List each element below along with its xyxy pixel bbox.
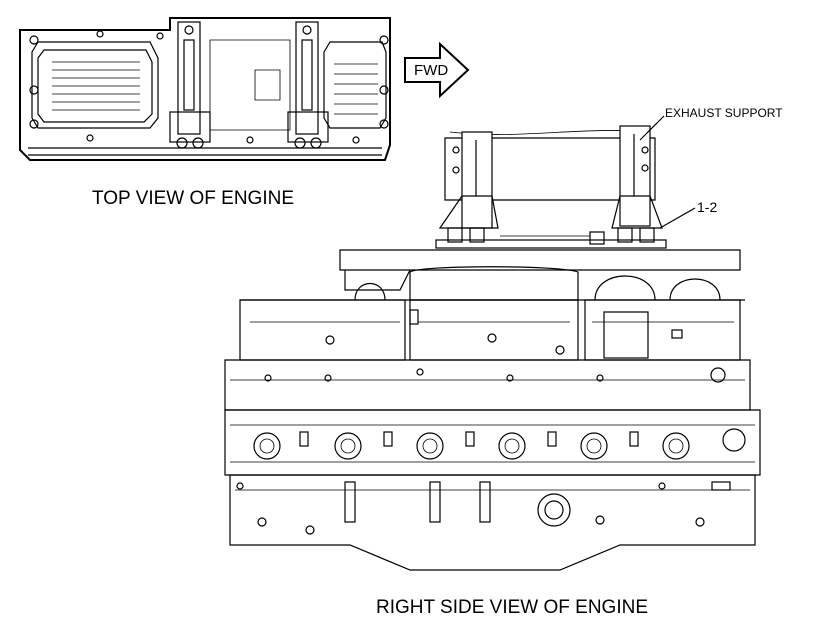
exhaust-supports (435, 125, 667, 249)
top-supports (169, 21, 329, 149)
callout-leader (659, 207, 696, 229)
fwd-arrow (404, 41, 470, 99)
engine-block-lower (229, 474, 756, 571)
side-view-caption: RIGHT SIDE VIEW OF ENGINE (376, 597, 649, 618)
cylinder-head (224, 359, 751, 411)
top-bolts (29, 30, 389, 144)
callout-number: 1-2 (697, 199, 718, 215)
top-view-drawing (19, 17, 391, 161)
right-cover-ribs (334, 63, 378, 115)
fwd-arrow-label: FWD (414, 62, 449, 79)
side-view-drawing (224, 115, 761, 571)
exhaust-manifold (240, 249, 745, 301)
left-cover-ribs (52, 61, 140, 111)
top-view-caption: TOP VIEW OF ENGINE (92, 188, 294, 209)
exhaust-support-label: EXHAUST SUPPORT (665, 106, 783, 120)
engine-block-upper (224, 409, 761, 476)
valve-covers (239, 299, 741, 361)
exhaust-support-leader (639, 115, 665, 141)
